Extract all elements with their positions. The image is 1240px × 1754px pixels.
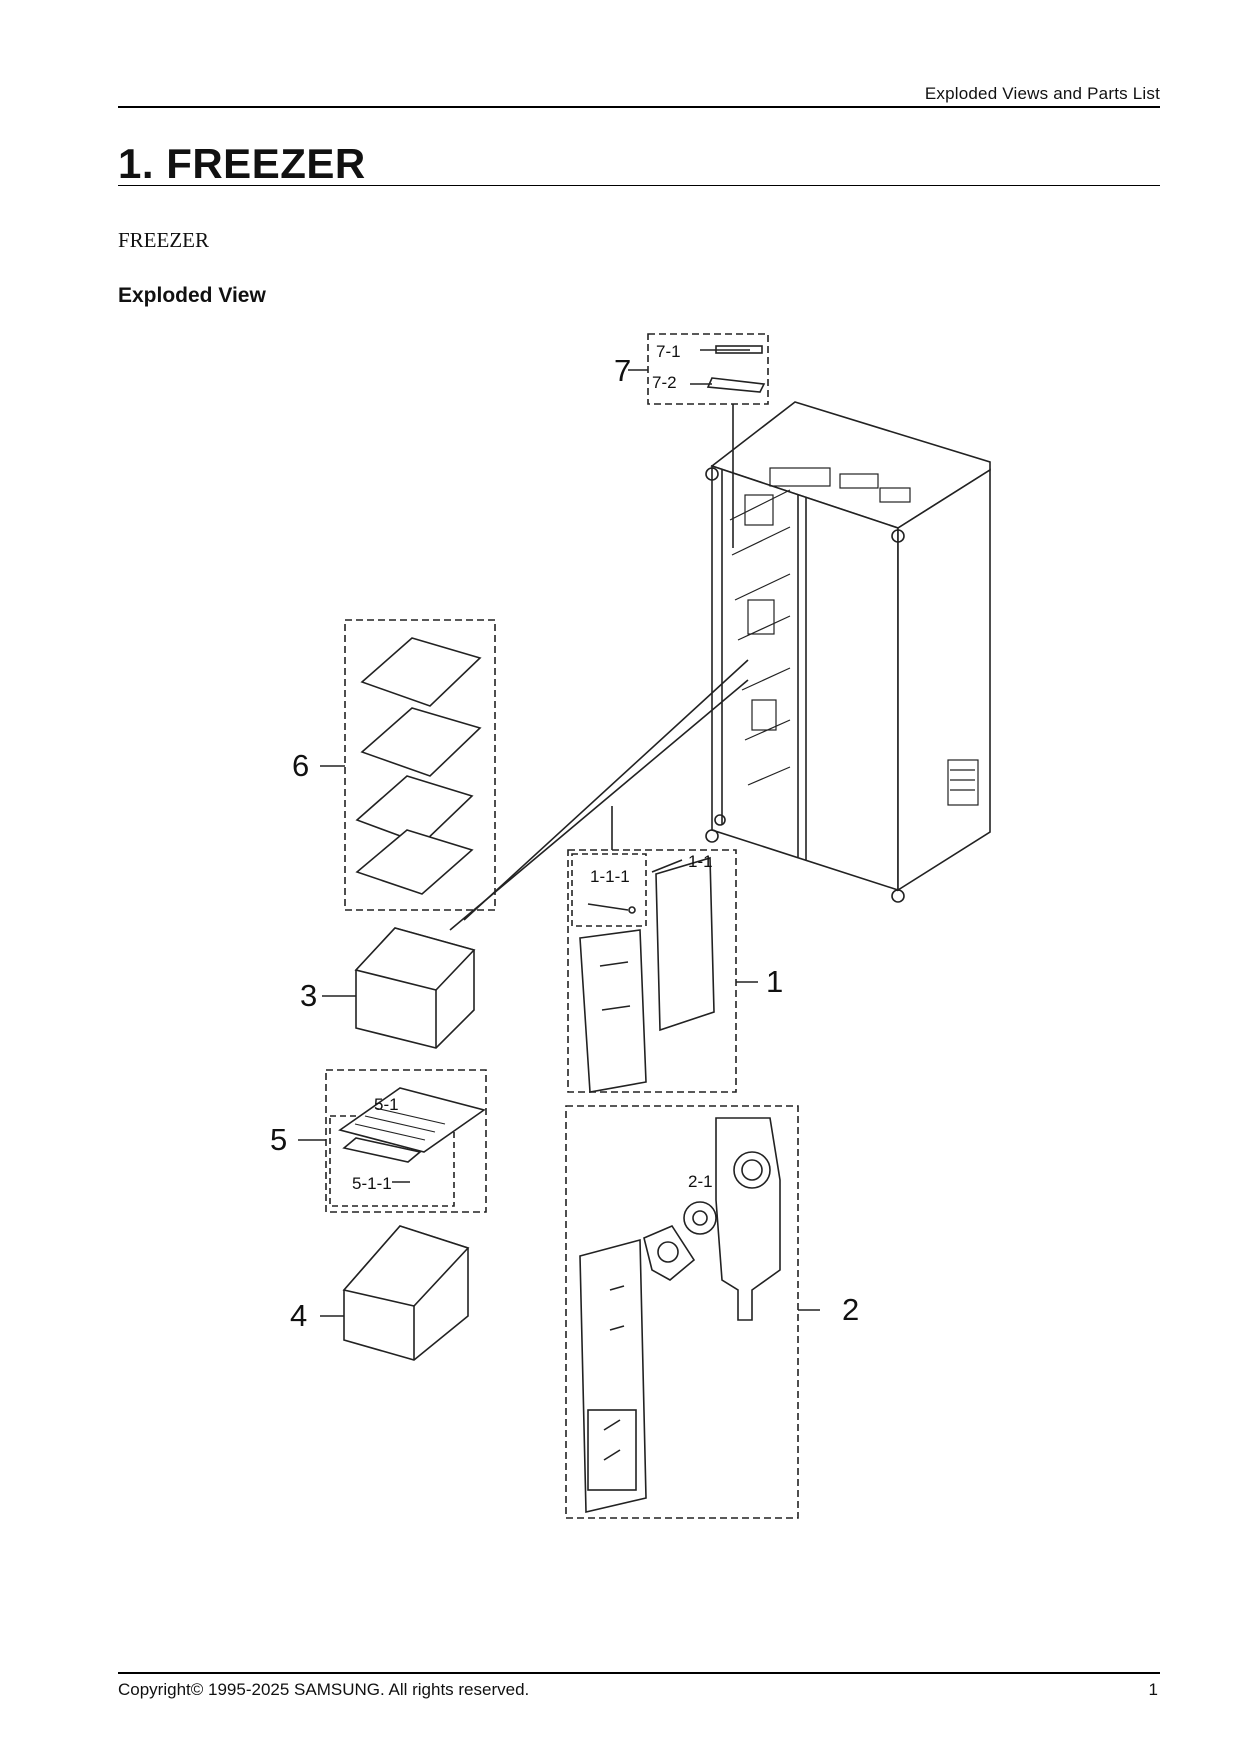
callout-7-1: 7-1 [656,342,681,361]
page-number: 1 [1148,1680,1158,1699]
callout-5: 5 [270,1122,287,1157]
footer-rule [118,1672,1160,1674]
callout-5-1-1: 5-1-1 [352,1174,392,1193]
callout-3: 3 [300,978,317,1013]
callout-5-1: 5-1 [374,1095,399,1114]
callout-7-2: 7-2 [652,373,677,392]
header-rule [118,106,1160,108]
section-label: FREEZER [118,228,210,252]
callout-2: 2 [842,1292,859,1327]
callout-2-1: 2-1 [688,1172,713,1191]
exploded-view-heading: Exploded View [118,284,266,307]
callout-1: 1 [766,964,783,999]
copyright-text: Copyright© 1995-2025 SAMSUNG. All rights… [118,1680,530,1699]
callout-1-1-1: 1-1-1 [590,867,630,886]
refrigerator-cabinet [705,401,991,903]
callout-6: 6 [292,748,309,783]
callout-7: 7 [614,353,631,388]
callout-1-1: 1-1 [688,852,713,871]
title-rule [118,185,1160,186]
running-header: Exploded Views and Parts List [924,84,1160,103]
callout-4: 4 [290,1298,307,1333]
page-title: 1. FREEZER [118,140,366,187]
